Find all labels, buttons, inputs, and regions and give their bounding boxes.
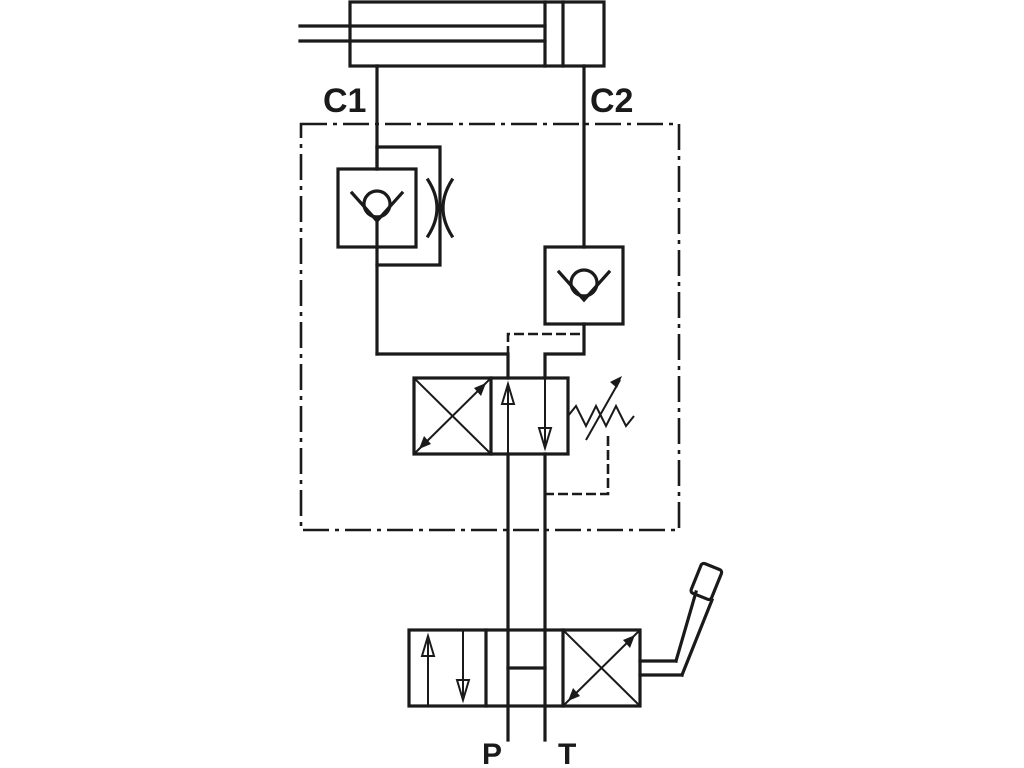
pilot-valve-arrow-down <box>537 427 553 452</box>
pilot-valve <box>412 376 635 456</box>
port-label-c1: C1 <box>323 82 366 120</box>
throttle-arc-right <box>441 177 455 239</box>
pilot-valve-arrow-up <box>500 380 516 405</box>
directional-valve-body <box>407 628 642 708</box>
lever-handle-knob <box>689 561 724 602</box>
cylinder-barrel <box>348 0 606 68</box>
pilot-valve-arrowhead-a <box>474 383 486 396</box>
spring-adjust-arrow <box>585 379 621 441</box>
pilot-valve-arrowhead-b <box>419 436 431 449</box>
check-valve-c1-seat <box>349 190 405 224</box>
directional-left-arrow-down <box>455 679 471 704</box>
lever-arm-left <box>674 590 698 663</box>
check-valve-c1-ball <box>362 189 392 219</box>
pilot-line-upper <box>506 324 586 354</box>
port-label-t: T <box>558 738 576 768</box>
lever-arm-right <box>679 597 715 678</box>
port-label-c2: C2 <box>590 82 633 120</box>
valve-block-enclosure <box>299 122 681 532</box>
pilot-valve-spring <box>567 403 635 429</box>
check-valve-c2-box <box>543 245 625 326</box>
check-valve-c2-seat <box>556 269 612 303</box>
spring-adjust-arrowhead <box>610 376 622 388</box>
c1-to-pilot-valve-pipe <box>375 352 510 380</box>
pilot-line-lower <box>545 436 610 496</box>
c1-line-group <box>336 64 455 356</box>
throttle-arc-left <box>425 177 439 239</box>
directional-control-valve <box>407 561 724 708</box>
c2-pipe-lower <box>543 322 586 380</box>
port-label-p: P <box>482 738 502 768</box>
directional-left-arrow-up <box>420 632 436 657</box>
hydraulic-cylinder <box>298 0 606 68</box>
throttle-bypass-loop <box>375 145 442 267</box>
directional-right-arrowhead-b <box>568 688 580 701</box>
check-valve-c2-ball <box>569 268 599 298</box>
directional-right-arrowhead-a <box>623 635 635 648</box>
